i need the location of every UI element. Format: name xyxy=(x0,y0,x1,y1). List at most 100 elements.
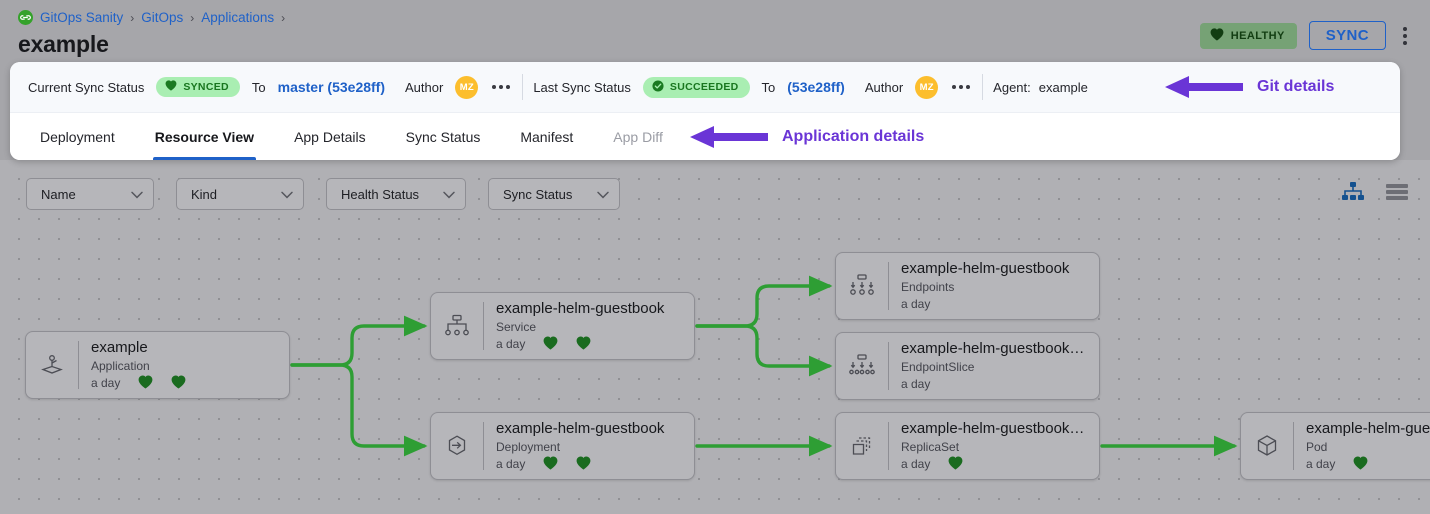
filter-name[interactable]: Name xyxy=(26,178,154,210)
node-kind: Pod xyxy=(1306,439,1328,454)
last-sync-status-group: Last Sync Status SUCCEEDED To (53e28ff) … xyxy=(523,75,982,99)
service-icon xyxy=(431,314,483,338)
filter-label: Sync Status xyxy=(503,186,573,202)
chevron-down-icon xyxy=(443,187,455,202)
gitops-sanity-logo-icon xyxy=(18,10,33,25)
node-meta: a day xyxy=(901,296,1089,313)
kebab-menu-icon[interactable] xyxy=(1398,23,1412,49)
filter-bar: Name Kind Health Status Sync Status xyxy=(0,173,1430,215)
node-divider xyxy=(1293,422,1294,470)
status-badge: HEALTHY xyxy=(1199,22,1297,49)
node-meta: a day xyxy=(901,455,1089,474)
heart-icon xyxy=(576,335,591,354)
heart-icon xyxy=(171,374,186,393)
last-revision-link[interactable]: (53e28ff) xyxy=(787,79,845,95)
node-name: example-helm-guestbook xyxy=(496,419,665,437)
page-title: example xyxy=(18,31,109,57)
node-kind: Deployment xyxy=(496,439,561,454)
list-view-icon[interactable] xyxy=(1386,183,1408,206)
filter-label: Health Status xyxy=(341,186,420,202)
agent-label: Agent: xyxy=(993,79,1031,95)
heart-icon xyxy=(165,80,177,94)
last-author-label: Author xyxy=(864,79,904,95)
filter-kind[interactable]: Kind xyxy=(176,178,304,210)
filter-controls: Name Kind Health Status Sync Status xyxy=(0,178,620,210)
divider xyxy=(982,74,984,100)
tab-sync-status[interactable]: Sync Status xyxy=(405,128,481,145)
filter-label: Kind xyxy=(191,186,218,202)
tab-app-diff[interactable]: App Diff xyxy=(613,128,663,145)
node-meta: a day xyxy=(496,335,684,354)
deployment-icon xyxy=(431,433,483,459)
endpointslice-icon xyxy=(836,354,888,378)
git-details-annotation: Git details xyxy=(1165,76,1334,98)
breadcrumb-link-applications[interactable]: Applications xyxy=(201,10,275,25)
node-meta: a day xyxy=(496,455,684,474)
chevron-down-icon xyxy=(131,187,143,202)
heart-icon xyxy=(543,455,558,474)
tab-resource-view[interactable]: Resource View xyxy=(135,113,274,160)
avatar: MZ xyxy=(455,75,479,99)
node-meta: a day xyxy=(91,374,279,393)
breadcrumb: GitOps Sanity›GitOps›Applications› xyxy=(18,10,285,25)
resource-graph-canvas[interactable] xyxy=(0,160,1430,514)
tab-app-details[interactable]: App Details xyxy=(294,128,366,145)
node-divider xyxy=(888,262,889,310)
breadcrumb-link-gitops-sanity[interactable]: GitOps Sanity xyxy=(40,10,124,25)
breadcrumb-separator: › xyxy=(281,10,286,25)
node-name: example xyxy=(91,338,148,356)
filter-sync-status[interactable]: Sync Status xyxy=(488,178,620,210)
current-to-word: To xyxy=(251,79,266,95)
node-kind: EndpointSlice xyxy=(901,360,975,374)
avatar: MZ xyxy=(915,75,939,99)
git-details-label: Git details xyxy=(1257,78,1335,95)
check-circle-icon xyxy=(652,79,664,95)
tree-view-icon[interactable] xyxy=(1342,181,1364,207)
heart-icon xyxy=(1210,27,1224,44)
breadcrumb-separator: › xyxy=(190,10,195,25)
tab-manifest[interactable]: Manifest xyxy=(520,128,574,145)
heart-icon xyxy=(138,374,153,393)
application-details-label: Application details xyxy=(782,128,925,145)
current-more-icon[interactable] xyxy=(490,81,512,93)
application-details-annotation: Application details xyxy=(690,126,924,148)
node-name: example-helm-guestbook xyxy=(496,299,665,317)
sync-button[interactable]: SYNC xyxy=(1308,21,1386,50)
node-divider xyxy=(888,422,889,470)
node-age: a day xyxy=(901,377,931,391)
pod-icon xyxy=(1241,433,1293,459)
heart-icon xyxy=(1353,455,1368,474)
node-kind: Application xyxy=(91,358,150,373)
application-icon xyxy=(26,352,78,378)
last-more-icon[interactable] xyxy=(950,81,972,93)
tab-bar: Deployment Resource View App Details Sync S… xyxy=(10,112,1400,160)
page-header: GitOps Sanity›GitOps›Applications› examp… xyxy=(0,0,1430,64)
tab-deployment[interactable]: Deployment xyxy=(40,128,115,145)
current-sync-status-badge: SYNCED xyxy=(156,77,240,97)
current-revision-link[interactable]: master (53e28ff) xyxy=(277,79,386,95)
endpoints-icon xyxy=(836,274,888,298)
agent-group: Agent: example xyxy=(983,80,1098,95)
left-arrow-annotation-icon xyxy=(1165,76,1243,98)
header-actions: HEALTHY SYNC xyxy=(1199,21,1412,50)
heart-icon xyxy=(948,455,963,474)
node-age: a day xyxy=(901,297,931,311)
filter-health-status[interactable]: Health Status xyxy=(326,178,466,210)
breadcrumb-link-gitops[interactable]: GitOps xyxy=(141,10,184,25)
node-age: a day xyxy=(1306,457,1336,471)
divider xyxy=(522,74,524,100)
node-meta: a day xyxy=(901,376,1089,393)
last-sync-status-label: Last Sync Status xyxy=(533,79,631,95)
